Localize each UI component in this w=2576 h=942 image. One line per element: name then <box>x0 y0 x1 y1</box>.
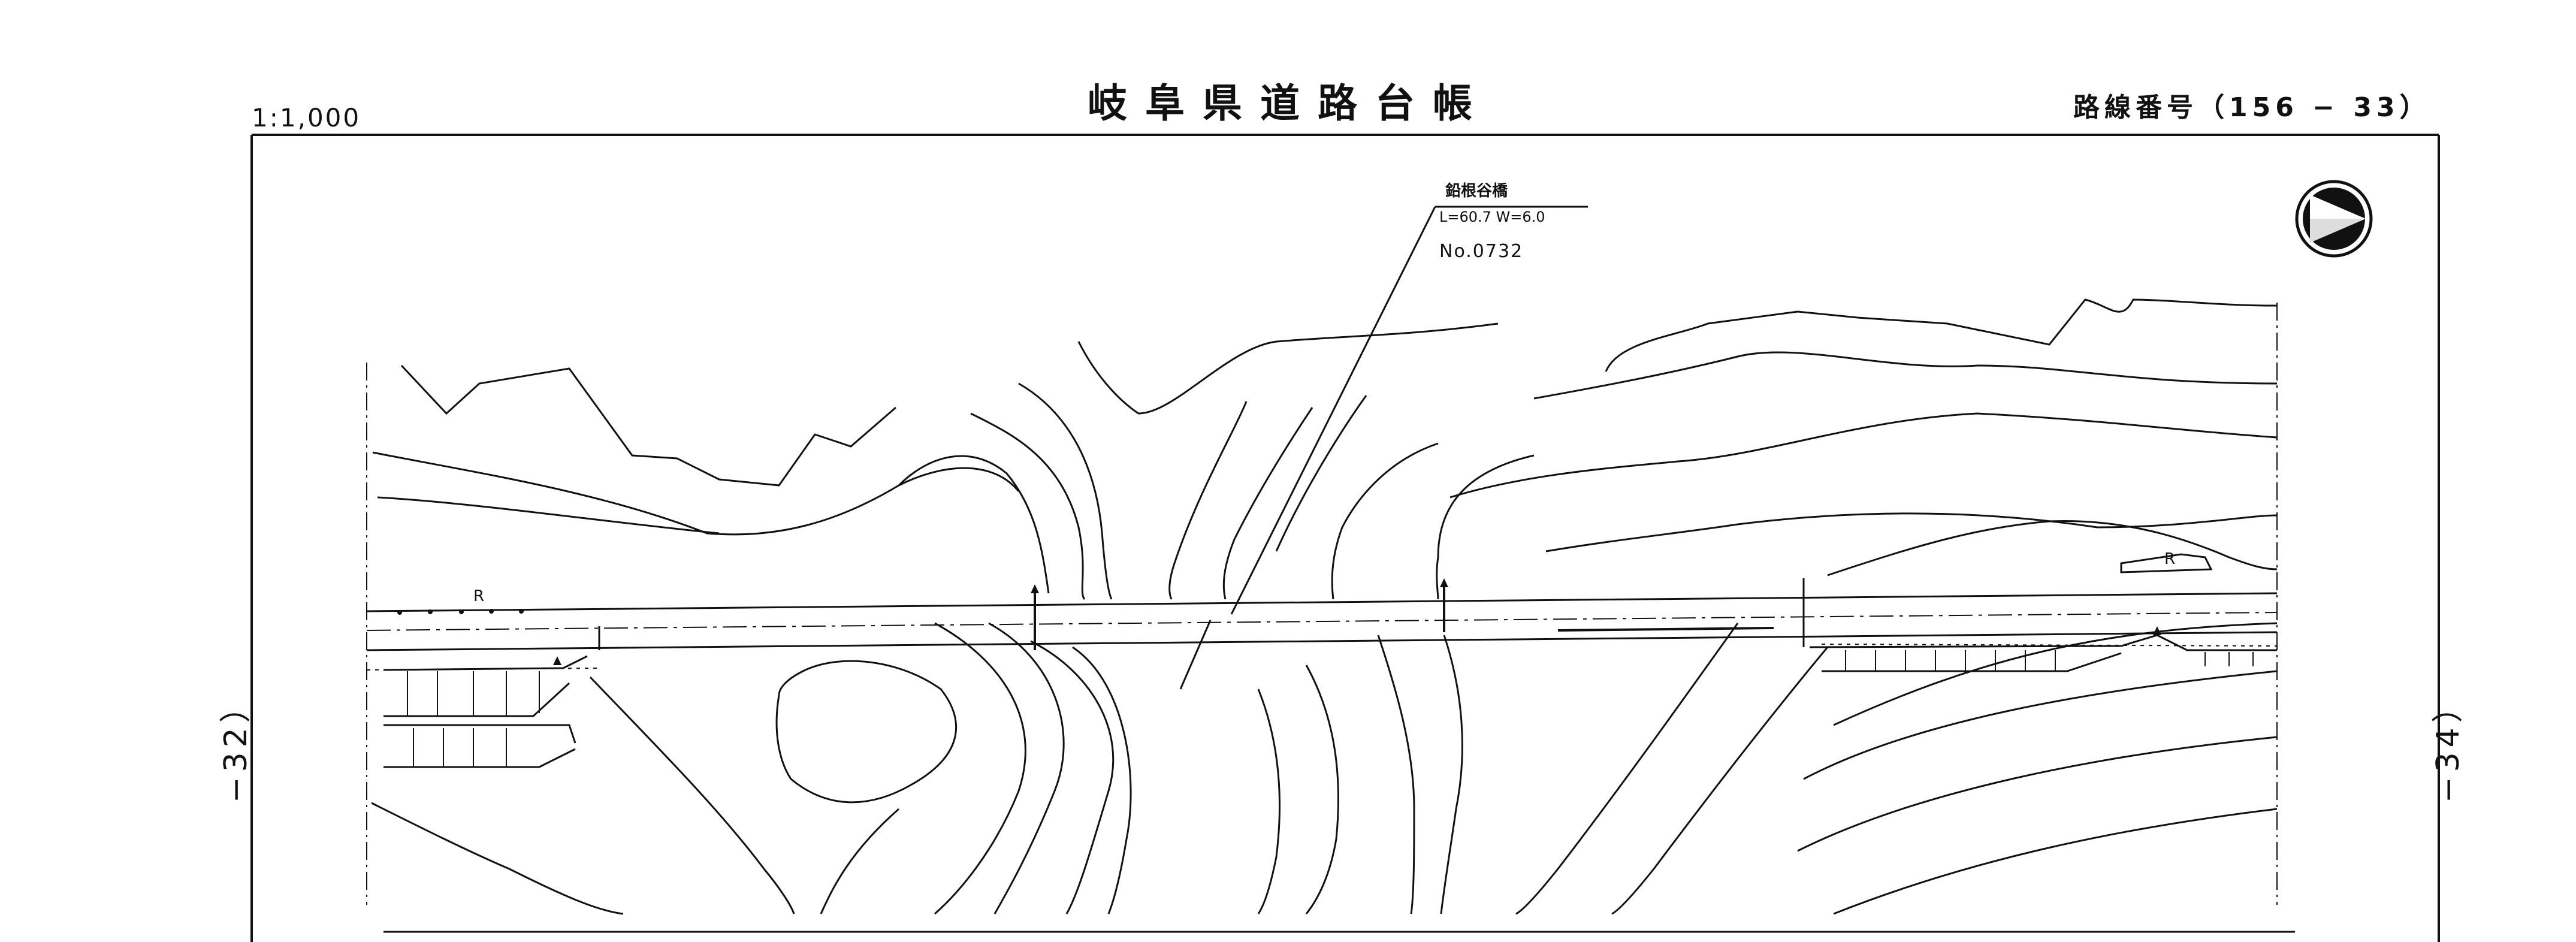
previous-sheet-link[interactable]: −32） <box>218 687 254 803</box>
road-markers <box>397 578 2161 665</box>
bridge-number: No.0732 <box>1439 241 1524 262</box>
road-label-west: R <box>473 587 485 605</box>
north-arrow-icon <box>2295 180 2373 258</box>
sheet-frame <box>250 134 2440 942</box>
contour-lines <box>371 298 2278 915</box>
retaining-walls <box>383 553 2277 768</box>
scale-label: 1:1,000 <box>252 103 361 132</box>
page-title: 岐阜県道路台帳 <box>1088 80 1490 126</box>
road <box>366 578 2278 671</box>
next-sheet-link[interactable]: −34） <box>2430 687 2466 803</box>
road-label-east: R <box>2164 550 2176 568</box>
bridge-name: 鉛根谷橋 <box>1445 182 1508 200</box>
route-number: 路線番号（156 − 33） <box>2073 92 2431 123</box>
map-boundary <box>366 303 2278 905</box>
bridge-dimensions: L=60.7 W=6.0 <box>1439 209 1545 225</box>
bridge-leader <box>1179 206 1588 690</box>
